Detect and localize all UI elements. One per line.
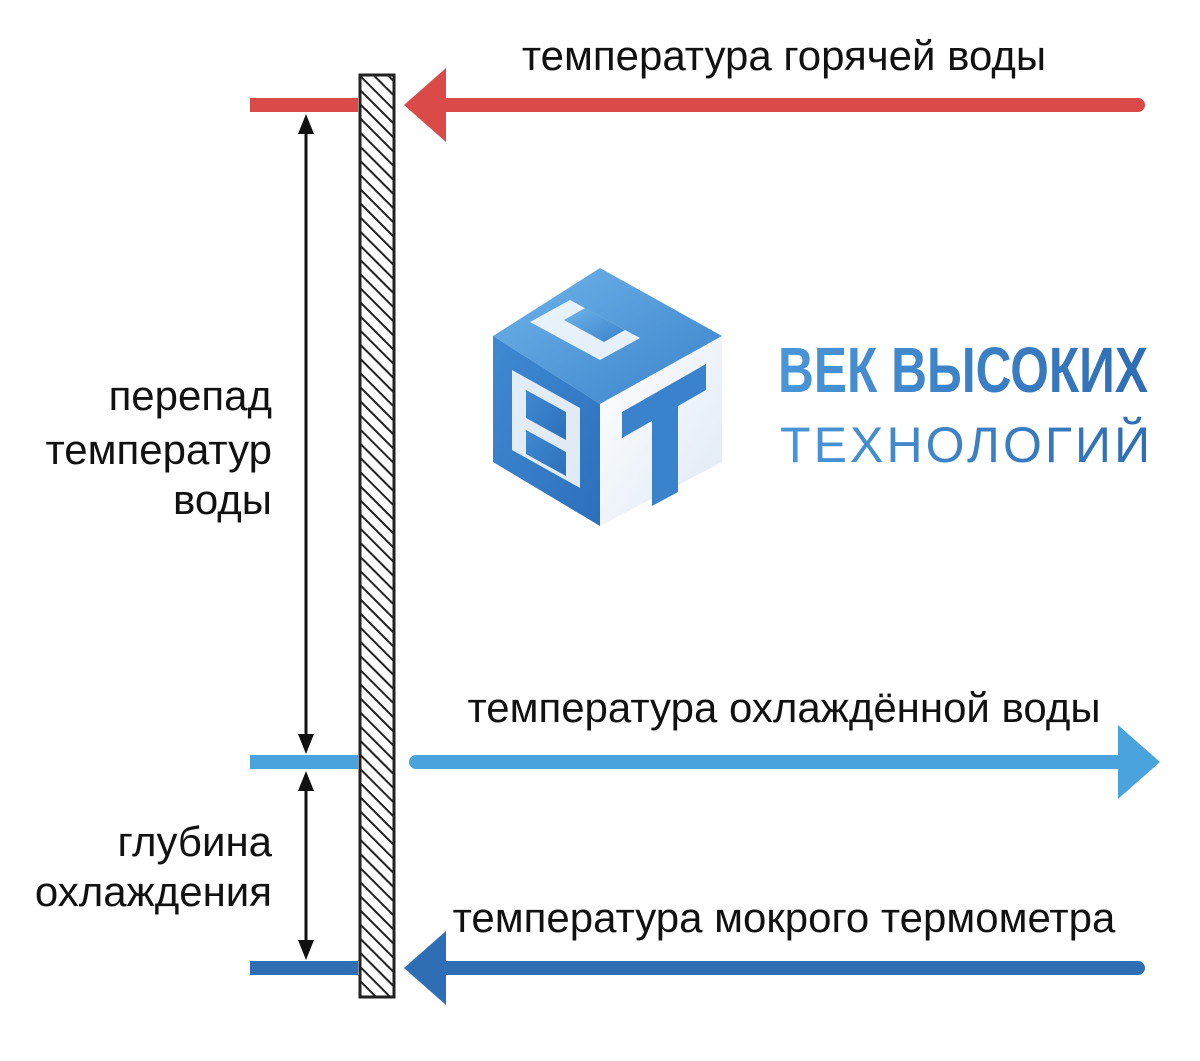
company-logo-cube-icon <box>493 268 722 526</box>
approach-double-arrow-icon <box>298 771 314 960</box>
range-double-arrow-icon <box>298 114 314 754</box>
approach-label-line2: охлаждения <box>35 868 272 915</box>
hatched-wall <box>358 73 396 999</box>
cooled-water-arrow-icon <box>409 725 1160 799</box>
range-label-line3: воды <box>173 476 272 523</box>
logo-text-line1: ВЕК ВЫСОКИХ <box>778 334 1148 406</box>
hot-water-arrow-icon <box>404 68 1145 142</box>
wet-bulb-label: температура мокрого термометра <box>453 894 1116 941</box>
wet-bulb-arrow-icon <box>404 931 1145 1005</box>
range-label-line1: перепад <box>109 372 272 419</box>
approach-label-line1: глубина <box>118 818 273 865</box>
cooled-water-label: температура охлаждённой воды <box>467 684 1100 731</box>
logo-text-line2: ТЕХНОЛОГИЙ <box>780 416 1150 473</box>
range-label-line2: температур <box>46 426 273 473</box>
hot-water-label: температура горячей воды <box>522 32 1046 79</box>
